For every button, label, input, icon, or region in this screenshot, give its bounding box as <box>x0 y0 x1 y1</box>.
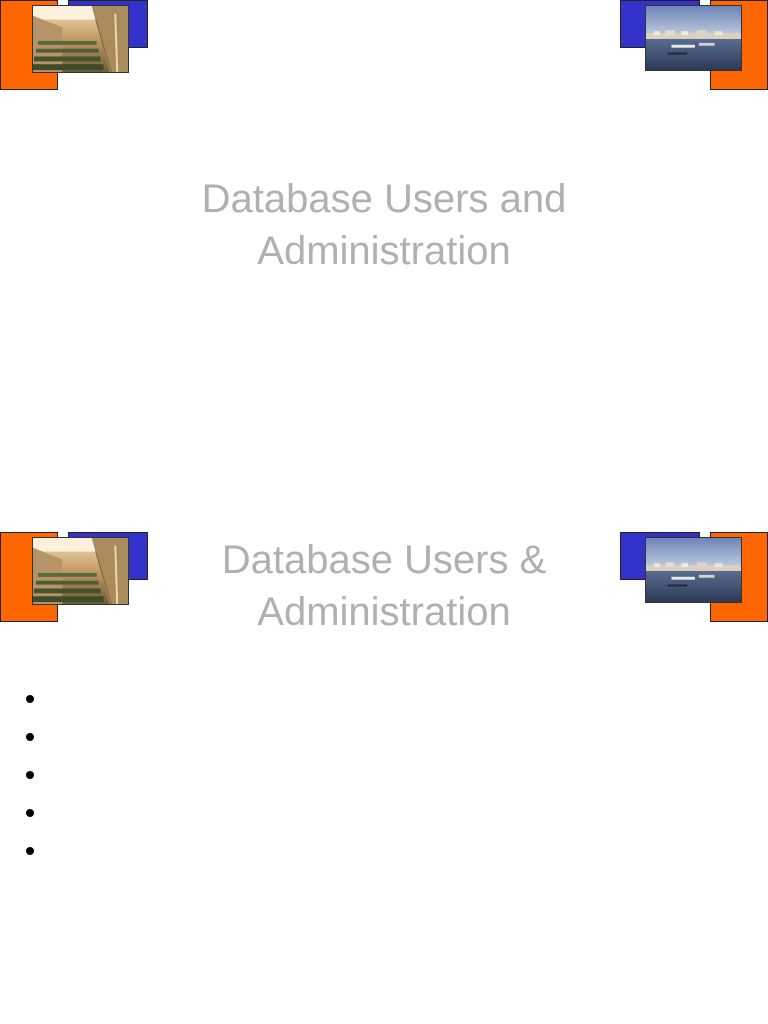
corner-decoration-right <box>618 532 768 622</box>
bullet-dot-icon <box>26 809 34 817</box>
corner-decoration-left <box>0 0 150 90</box>
bullet-item <box>22 832 52 870</box>
slide-1: Database Users and Administration <box>0 0 768 277</box>
bullet-item <box>22 680 52 718</box>
bullet-dot-icon <box>26 847 34 855</box>
bullet-dot-icon <box>26 733 34 741</box>
corner-decoration-right <box>618 0 768 90</box>
library-interior-photo <box>32 537 129 605</box>
title-line-2: Administration <box>257 590 511 634</box>
bullet-item <box>22 718 52 756</box>
slide-title: Database Users & Administration <box>0 534 768 638</box>
harbor-waterfront-photo <box>645 5 742 71</box>
bullet-dot-icon <box>26 771 34 779</box>
bullet-dot-icon <box>26 695 34 703</box>
corner-decoration-left <box>0 532 150 622</box>
harbor-waterfront-photo <box>645 537 742 603</box>
slide-2: Database Users & Administration <box>0 532 768 1024</box>
title-line-2: Administration <box>257 229 511 273</box>
library-interior-photo <box>32 5 129 73</box>
bullet-item <box>22 794 52 832</box>
bullet-item <box>22 756 52 794</box>
bullet-list <box>22 680 52 870</box>
slide-title: Database Users and Administration <box>0 173 768 277</box>
title-line-1: Database Users and <box>201 177 567 221</box>
title-line-1: Database Users & <box>221 538 547 582</box>
